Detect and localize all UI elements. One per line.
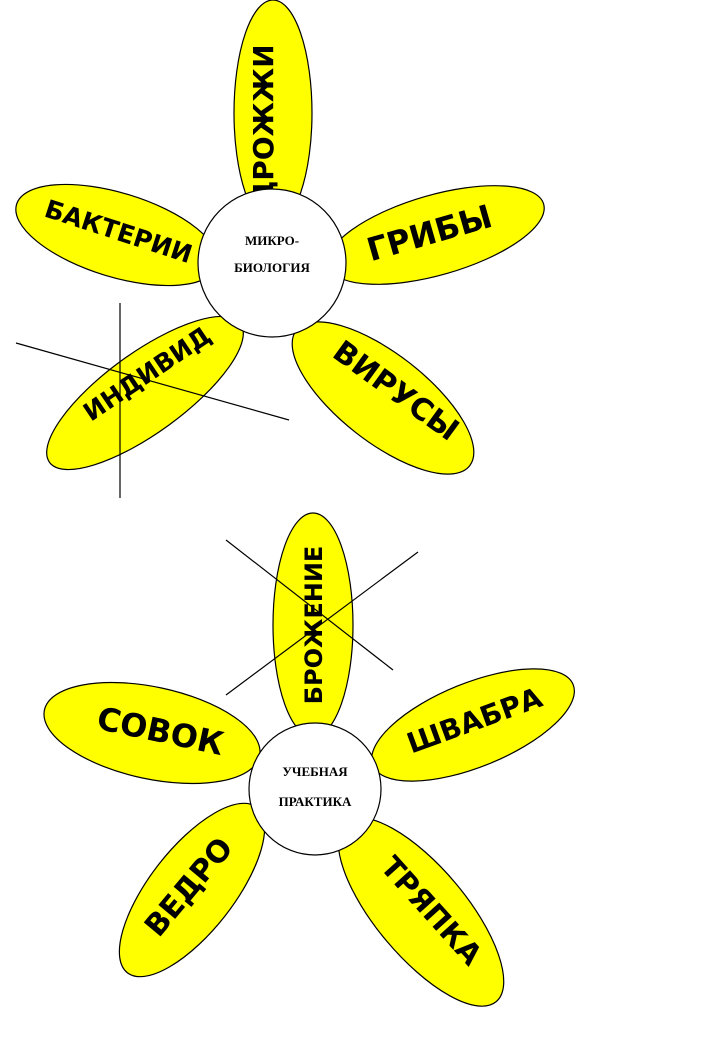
petal-yeast-label: ДРОЖЖИ	[247, 44, 280, 205]
center-circle-microbiology	[197, 188, 347, 338]
petal-scoop: СОВОК	[43, 681, 261, 785]
petal-bacteria: БАКТЕРИИ	[15, 183, 219, 287]
flower-microbiology: ДРОЖЖИ ГРИБЫ ВИРУСЫ ИНДИВИД БАКТЕРИИ МИК…	[15, 0, 545, 498]
petal-fungi: ГРИБЫ	[327, 185, 545, 285]
cross-out-marks-fermentation	[225, 539, 419, 696]
center-circle-practice	[248, 722, 382, 856]
center-label-line2: ПРАКТИКА	[279, 794, 352, 809]
petal-fermentation-label: БРОЖЕНИЕ	[300, 546, 328, 705]
cross-out-marks-individual	[15, 303, 290, 498]
center-label-line1: МИКРО-	[245, 233, 299, 248]
center-label-line2: БИОЛОГИЯ	[234, 260, 310, 275]
flower-practice: БРОЖЕНИЕ ШВАБРА ТРЯПКА ВЕДРО СОВОК УЧЕБН…	[43, 512, 575, 1007]
center-label-line1: УЧЕБНАЯ	[282, 764, 348, 779]
petal-fermentation: БРОЖЕНИЕ	[272, 512, 354, 738]
petal-yeast: ДРОЖЖИ	[233, 0, 313, 227]
